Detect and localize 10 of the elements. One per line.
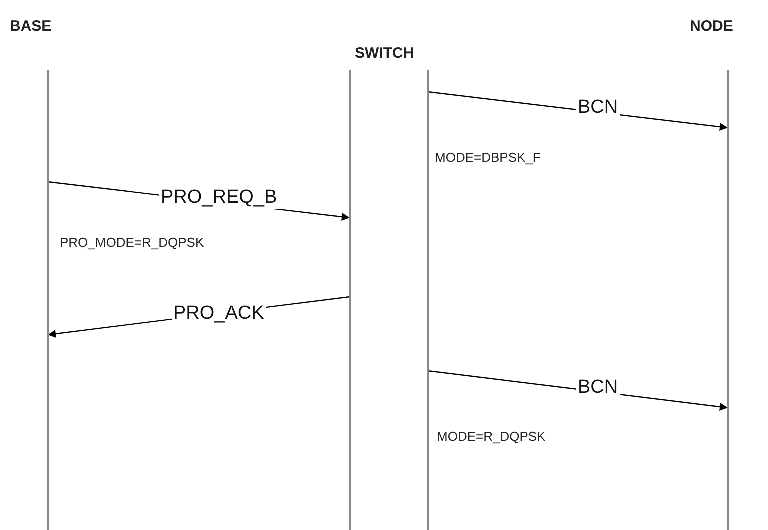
mode-note: MODE=R_DQPSK [437, 429, 546, 444]
edge-label: PRO_REQ_B [159, 187, 280, 209]
edge-label: BCN [576, 97, 620, 119]
participant-heading: SWITCH [355, 45, 414, 62]
mode-note: MODE=DBPSK_F [435, 150, 541, 165]
edge-label: PRO_ACK [172, 303, 266, 325]
participant-heading: BASE [10, 18, 52, 35]
participant-heading: NODE [690, 18, 734, 35]
edge-label: BCN [576, 376, 620, 398]
mode-note: PRO_MODE=R_DQPSK [60, 235, 204, 250]
